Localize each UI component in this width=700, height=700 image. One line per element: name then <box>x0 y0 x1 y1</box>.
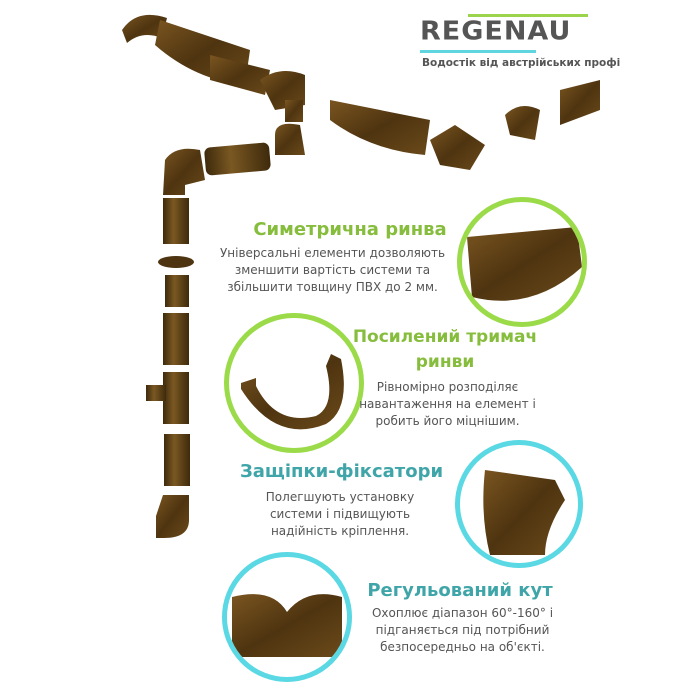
text-line: Полегшують установку <box>265 490 415 504</box>
text-line: навантаження на елемент і <box>359 397 536 411</box>
feature-title-clips: Защіпки-фіксатори <box>240 461 444 482</box>
logo-accent-green <box>468 14 588 17</box>
text-line: Рівномірно розподіляє <box>376 380 519 394</box>
downpipe-column <box>146 123 305 538</box>
feature-text-adjustable-angle: Охоплює діапазон 60°-160° і підганяється… <box>355 605 570 656</box>
feature-text-clips: Полегшують установку системи і підвищуют… <box>255 489 425 540</box>
feature-image-gutter <box>457 197 587 327</box>
logo-text: REGENAU <box>420 16 572 47</box>
feature-image-bracket <box>224 313 364 453</box>
text-line: безпосередньо на об'єкті. <box>380 640 545 654</box>
text-line: надійність кріплення. <box>270 524 410 538</box>
brand-tagline: Водостік від австрійських профі <box>422 57 621 69</box>
logo-accent-cyan <box>420 50 536 53</box>
text-line: підганяється під потрібний <box>375 623 550 637</box>
feature-title-symmetric-gutter: Симетрична ринва <box>253 219 447 240</box>
gutter-clip-image <box>483 470 565 555</box>
gutter-bracket-image <box>241 354 344 430</box>
text-line: Охоплює діапазон 60°-160° і <box>371 606 554 620</box>
feature-title-adjustable-angle: Регульований кут <box>367 580 553 601</box>
gutter-angle-image <box>232 594 342 657</box>
feature-text-symmetric-gutter: Універсальні елементи дозволяють зменшит… <box>195 245 470 296</box>
title-line: Посилений тримач <box>352 327 538 347</box>
feature-text-bracket: Рівномірно розподіляє навантаження на ел… <box>355 379 540 430</box>
feature-image-angle <box>222 552 352 682</box>
gutter-image <box>467 227 582 301</box>
text-line: Універсальні елементи дозволяють <box>219 246 446 260</box>
text-line: системи і підвищують <box>269 507 411 521</box>
feature-title-bracket: Посилений тримач ринви <box>340 325 550 375</box>
text-line: зменшити вартість системи та <box>234 263 431 277</box>
text-line: збільшити товщину ПВХ до 2 мм. <box>227 280 438 294</box>
title-line: ринви <box>415 352 475 372</box>
gutter-top-pieces <box>122 14 600 170</box>
text-line: робить його міцнішим. <box>375 414 520 428</box>
feature-image-clips <box>455 440 583 568</box>
